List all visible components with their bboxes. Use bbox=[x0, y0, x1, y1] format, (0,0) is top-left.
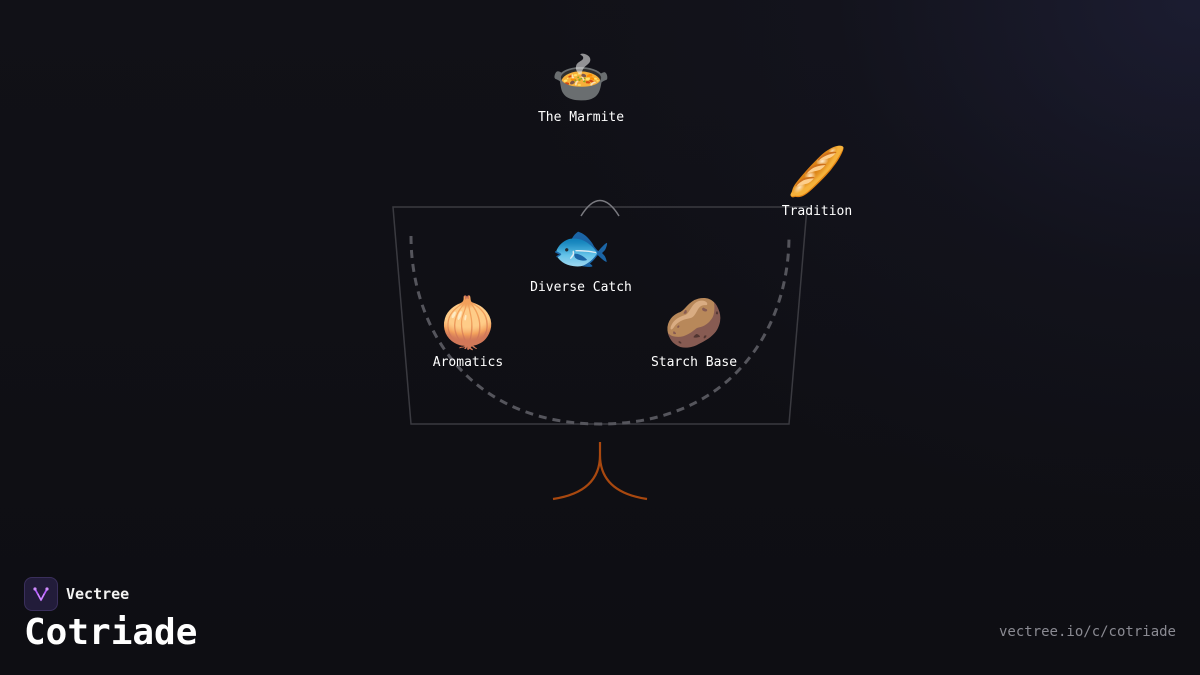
brand[interactable]: Vectree bbox=[24, 577, 129, 611]
node-diverse-catch[interactable]: 🐟 Diverse Catch bbox=[530, 220, 632, 295]
node-label: Starch Base bbox=[650, 355, 738, 370]
node-the-marmite[interactable]: 🍲 The Marmite bbox=[538, 50, 624, 125]
node-label: Tradition bbox=[781, 204, 853, 219]
node-starch-base[interactable]: 🥔 Starch Base bbox=[651, 295, 737, 370]
onion-icon: 🧅 bbox=[438, 295, 498, 351]
node-label: Aromatics bbox=[432, 355, 504, 370]
pot-of-food-icon: 🍲 bbox=[551, 50, 611, 106]
container-frame bbox=[392, 206, 808, 425]
arch-connector bbox=[580, 199, 620, 217]
potato-icon: 🥔 bbox=[664, 295, 724, 351]
baguette-icon: 🥖 bbox=[787, 144, 847, 200]
fish-icon: 🐟 bbox=[551, 220, 611, 276]
dashed-bowl-curve bbox=[409, 235, 791, 426]
node-tradition[interactable]: 🥖 Tradition bbox=[782, 144, 852, 219]
page-title: Cotriade bbox=[24, 612, 198, 653]
root-connector bbox=[552, 442, 648, 501]
node-label: The Marmite bbox=[537, 110, 625, 125]
node-label: Diverse Catch bbox=[530, 280, 632, 295]
brand-name: Vectree bbox=[66, 585, 130, 603]
node-aromatics[interactable]: 🧅 Aromatics bbox=[433, 295, 503, 370]
footer-url-link[interactable]: vectree.io/c/cotriade bbox=[998, 624, 1176, 640]
vectree-logo-icon bbox=[24, 577, 58, 611]
